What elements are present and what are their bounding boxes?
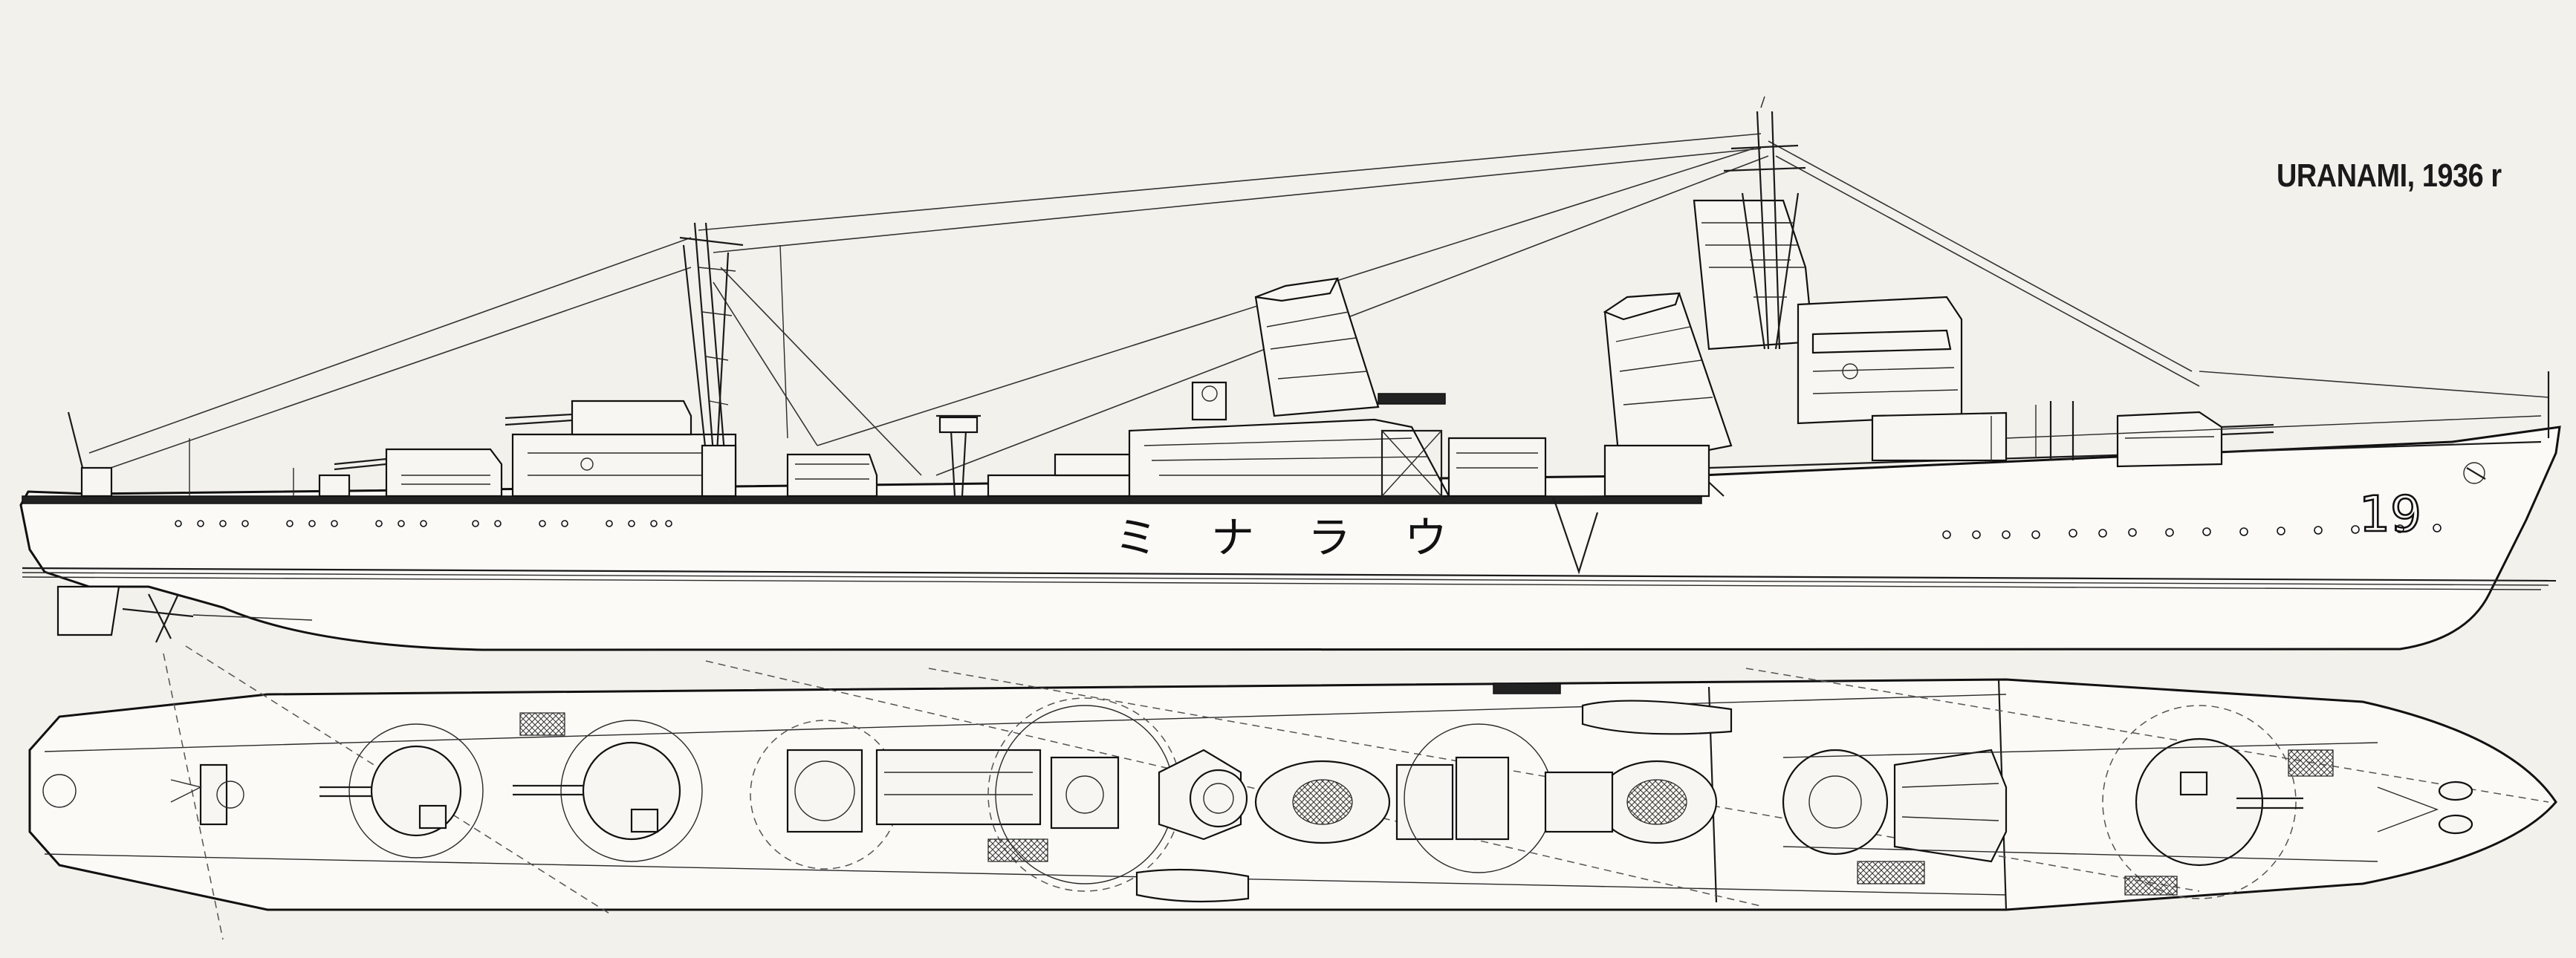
aft-funnel xyxy=(1128,277,1450,498)
waterline xyxy=(22,567,2557,582)
torpedo-tubes-aft xyxy=(786,453,878,498)
aft-gun-turret-3 xyxy=(334,448,503,498)
portholes-aft xyxy=(175,520,672,527)
hull-number: 19 xyxy=(2359,486,2421,543)
searchlight-tower xyxy=(936,414,981,497)
plan-bridge xyxy=(1782,749,2008,863)
forward-gun-turret-1 xyxy=(2116,411,2274,468)
drawing-title: URANAMI, 1936 r xyxy=(2277,157,2502,194)
kana-char-1: ミ xyxy=(1115,512,1158,563)
ships-boat-2 xyxy=(1135,868,1250,903)
plan-view xyxy=(28,645,2557,940)
portholes-fore xyxy=(1942,524,2442,539)
amidships-framework xyxy=(1381,429,1547,498)
plan-funnels xyxy=(1158,723,1718,873)
plan-forward-gun xyxy=(2102,705,2303,899)
hull-name-kana: ミ ナ ラ ウ xyxy=(1115,512,1447,563)
hull-profile xyxy=(19,426,2561,651)
kana-char-2: ナ xyxy=(1211,512,1254,563)
plan-midships xyxy=(750,697,1182,892)
plan-aft-guns xyxy=(319,720,703,862)
side-profile: ミ ナ ラ ウ 19 xyxy=(19,96,2561,651)
forward-funnel xyxy=(1603,292,1733,498)
rudder xyxy=(56,585,120,636)
rigging-lines xyxy=(88,133,2549,476)
ships-boat-1 xyxy=(1581,700,1733,735)
deck-band xyxy=(22,495,1702,504)
kana-char-3: ラ xyxy=(1308,512,1351,563)
kana-char-4: ウ xyxy=(1404,512,1447,563)
bridge-superstructure xyxy=(1693,199,2008,462)
anchor-hawse xyxy=(2463,462,2485,484)
fore-mast xyxy=(1723,96,1806,350)
main-mast xyxy=(679,222,744,498)
